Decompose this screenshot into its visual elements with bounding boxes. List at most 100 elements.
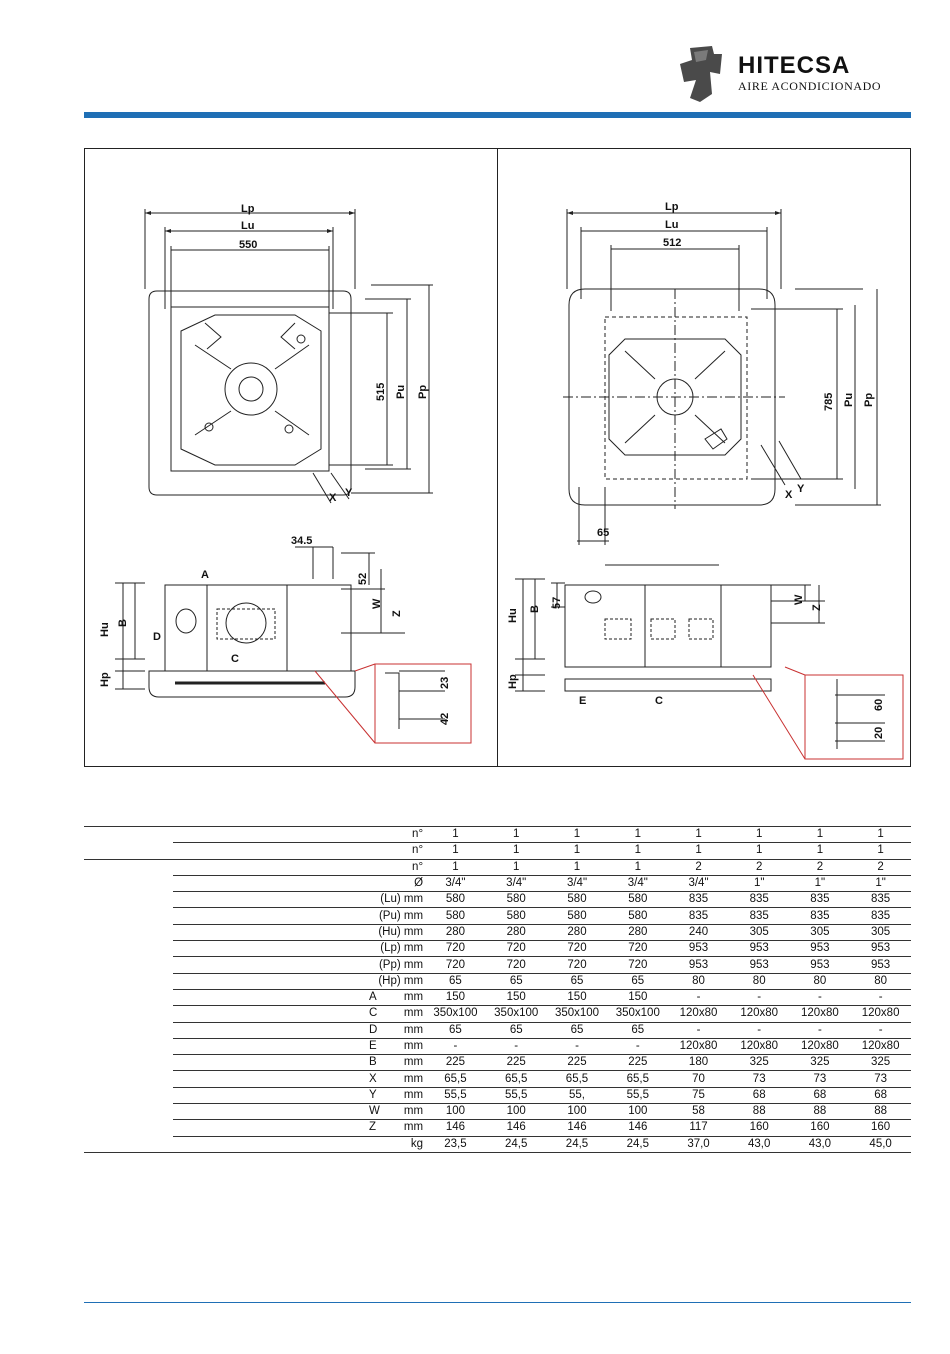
value-cell: 305 xyxy=(789,924,851,942)
row-unit: mm xyxy=(403,1088,424,1101)
left-z-label: Z xyxy=(391,610,403,617)
value-cell: 150 xyxy=(485,989,547,1007)
left-52-label: 52 xyxy=(357,572,369,585)
right-grille xyxy=(608,338,742,456)
value-cell: 1" xyxy=(728,875,790,893)
row-unit: (Hp) mm xyxy=(378,974,424,987)
value-cell: 55,5 xyxy=(425,1087,486,1105)
value-cell: 1 xyxy=(850,842,911,860)
row-group-cell xyxy=(84,1055,173,1071)
value-cell: 280 xyxy=(425,924,486,942)
value-cell: 580 xyxy=(485,891,547,909)
value-cell: 1 xyxy=(728,842,790,860)
row-unit-cell: n° xyxy=(172,842,426,860)
value-cell: 305 xyxy=(850,924,911,942)
value-cell: 68 xyxy=(728,1087,790,1105)
value-cell: 953 xyxy=(789,940,851,958)
row-unit: n° xyxy=(412,844,424,857)
value-cell: 43,0 xyxy=(789,1136,851,1153)
value-cell: 1 xyxy=(425,842,486,860)
value-cell: 350x100 xyxy=(546,1005,608,1023)
row-unit: mm xyxy=(403,1040,424,1052)
right-x-label: X xyxy=(785,489,793,501)
left-grille xyxy=(180,314,322,466)
row-group-cell xyxy=(84,1006,173,1022)
left-panel-outline xyxy=(148,290,352,496)
row-group-cell xyxy=(84,1038,173,1054)
value-cell: 120x80 xyxy=(850,1038,911,1056)
row-unit-cell: Ø xyxy=(172,875,426,893)
value-cell: 23,5 xyxy=(425,1136,486,1153)
row-group-cell xyxy=(84,1120,173,1136)
row-unit-cell: (Lu) mm xyxy=(172,891,426,909)
right-57-label: 57 xyxy=(551,596,563,609)
value-cell: - xyxy=(850,989,911,1007)
value-cell: 150 xyxy=(425,989,486,1007)
value-cell: 953 xyxy=(789,956,851,974)
value-cell: 350x100 xyxy=(485,1005,547,1023)
value-cell: 580 xyxy=(607,891,669,909)
left-c-label: C xyxy=(231,653,239,665)
value-cell: - xyxy=(789,989,851,1007)
left-a-label: A xyxy=(201,569,209,581)
row-key: A xyxy=(369,991,377,1004)
value-cell: 100 xyxy=(425,1103,486,1121)
value-cell: 350x100 xyxy=(607,1005,669,1023)
value-cell: 280 xyxy=(607,924,669,942)
value-cell: 180 xyxy=(668,1054,729,1072)
row-group-cell xyxy=(84,1071,173,1087)
value-cell: 2 xyxy=(850,859,911,876)
value-cell: 580 xyxy=(425,907,486,925)
value-cell: 720 xyxy=(607,940,669,958)
value-cell: 720 xyxy=(425,956,486,974)
value-cell: 1" xyxy=(789,875,851,893)
left-b-label: B xyxy=(117,619,129,627)
value-cell: - xyxy=(728,1022,790,1039)
row-group-cell xyxy=(84,908,173,924)
left-345-label: 34.5 xyxy=(291,535,313,547)
value-cell: 43,0 xyxy=(728,1136,790,1153)
value-cell: 720 xyxy=(425,940,486,958)
value-cell: 70 xyxy=(668,1070,729,1088)
value-cell: 835 xyxy=(850,907,911,925)
value-cell: 80 xyxy=(789,973,851,990)
row-group-cell xyxy=(84,858,173,876)
row-group-cell xyxy=(84,825,173,843)
value-cell: - xyxy=(668,989,729,1007)
row-key: Y xyxy=(369,1088,377,1101)
value-cell: 280 xyxy=(546,924,608,942)
value-cell: 120x80 xyxy=(789,1005,851,1023)
row-unit-cell: kg xyxy=(172,1136,426,1153)
right-c-label: C xyxy=(655,695,663,707)
value-cell: 88 xyxy=(728,1103,790,1121)
value-cell: 325 xyxy=(728,1054,790,1072)
right-e-label: E xyxy=(579,695,587,707)
right-lp-label: Lp xyxy=(665,201,679,213)
value-cell: 953 xyxy=(850,956,911,974)
value-cell: 325 xyxy=(850,1054,911,1072)
hitecsa-logo-icon xyxy=(680,46,722,102)
left-lp-label: Lp xyxy=(241,203,255,215)
value-cell: 65 xyxy=(546,973,608,990)
row-group-cell xyxy=(84,957,173,973)
value-cell: 953 xyxy=(668,940,729,958)
value-cell: 1 xyxy=(607,842,669,860)
value-cell: 120x80 xyxy=(668,1005,729,1023)
right-lu-label: Lu xyxy=(665,219,679,231)
value-cell: 580 xyxy=(546,891,608,909)
